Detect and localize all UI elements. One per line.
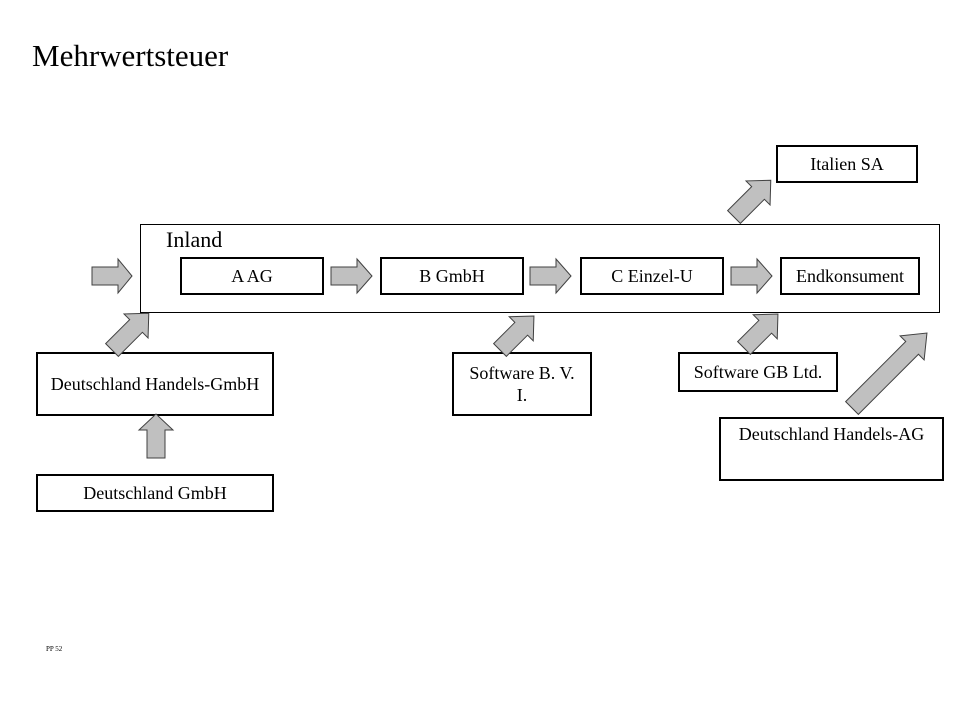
page-title: Mehrwertsteuer xyxy=(32,38,229,73)
inland-label: Inland xyxy=(166,227,223,252)
box-software-gb: Software GB Ltd. xyxy=(678,352,838,392)
arrow-de-handels-ag-to-endkonsument xyxy=(844,332,928,416)
arrow-de-handels-gmbh-to-inland xyxy=(104,312,150,358)
inland-region xyxy=(140,224,940,313)
box-deutschland-handels-ag: Deutschland Handels-AG xyxy=(719,417,944,481)
arrow-b-to-c xyxy=(529,257,572,295)
box-endkonsument: Endkonsument xyxy=(780,257,920,295)
arrow-software-gb-to-inland xyxy=(736,313,779,356)
arrow-to-italien xyxy=(726,179,772,225)
box-c-einzel-u: C Einzel-U xyxy=(580,257,724,295)
arrow-a-to-b xyxy=(330,257,373,295)
arrow-software-bv-to-inland xyxy=(492,315,535,358)
box-italien-sa: Italien SA xyxy=(776,145,918,183)
box-deutschland-gmbh: Deutschland GmbH xyxy=(36,474,274,512)
arrow-into-inland xyxy=(91,257,133,295)
box-b-gmbh: B GmbH xyxy=(380,257,524,295)
box-software-bv: Software B. V. I. xyxy=(452,352,592,416)
box-a-ag: A AG xyxy=(180,257,324,295)
slide-footnote: PP 52 xyxy=(46,645,63,653)
arrow-c-to-end xyxy=(730,257,773,295)
arrow-de-gmbh-to-handels-gmbh xyxy=(137,413,175,459)
